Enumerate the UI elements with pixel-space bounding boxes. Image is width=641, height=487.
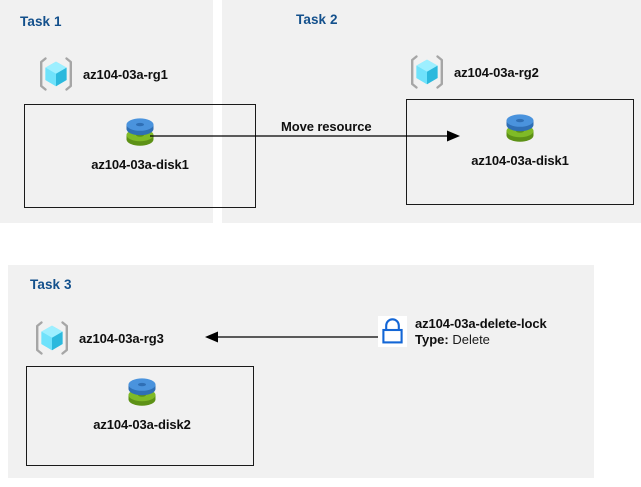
panel-title-task-3: Task 3: [30, 277, 72, 292]
resource-group-label-rg2: az104-03a-rg2: [454, 64, 539, 80]
resource-group-cube-icon: [36, 54, 76, 94]
lock-icon: [378, 316, 407, 347]
disk-node-task-1[interactable]: az104-03a-disk1: [78, 114, 202, 172]
resource-group-node-rg3[interactable]: az104-03a-rg3: [32, 318, 164, 358]
resource-group-node-rg1[interactable]: az104-03a-rg1: [36, 54, 168, 94]
resource-box-task-3: [26, 366, 254, 466]
panel-title-task-1: Task 1: [20, 14, 62, 29]
resource-group-cube-icon: [32, 318, 72, 358]
resource-group-label-rg1: az104-03a-rg1: [83, 66, 168, 82]
managed-disk-icon: [499, 110, 541, 150]
lock-name: az104-03a-delete-lock: [415, 316, 547, 331]
panel-task-3: [8, 265, 594, 478]
managed-disk-icon: [119, 114, 161, 154]
lock-type-row: Type: Delete: [415, 332, 547, 348]
managed-disk-icon: [121, 374, 163, 414]
lock-type-key: Type:: [415, 332, 453, 348]
resource-box-task-2: [406, 99, 634, 205]
resource-group-cube-icon: [407, 52, 447, 92]
disk-node-task-2[interactable]: az104-03a-disk1: [458, 110, 582, 168]
lock-type-value: Delete: [452, 332, 490, 348]
connector-label-move-resource: Move resource: [281, 119, 372, 134]
panel-task-1: [0, 0, 213, 223]
lock-text-block: az104-03a-delete-lock Type: Delete: [415, 316, 547, 348]
disk-node-task-3[interactable]: az104-03a-disk2: [80, 374, 204, 432]
disk-label-task-1: az104-03a-disk1: [91, 157, 189, 172]
disk-label-task-3: az104-03a-disk2: [93, 417, 191, 432]
panel-title-task-2: Task 2: [296, 12, 338, 27]
resource-box-task-1: [24, 104, 256, 208]
resource-group-label-rg3: az104-03a-rg3: [79, 330, 164, 346]
disk-label-task-2: az104-03a-disk1: [471, 153, 569, 168]
lock-node[interactable]: az104-03a-delete-lock Type: Delete: [378, 316, 547, 348]
resource-group-node-rg2[interactable]: az104-03a-rg2: [407, 52, 539, 92]
connector-move-resource: [150, 130, 460, 142]
connector-lock-to-rg3: [205, 331, 385, 343]
panel-task-2: [222, 0, 641, 223]
